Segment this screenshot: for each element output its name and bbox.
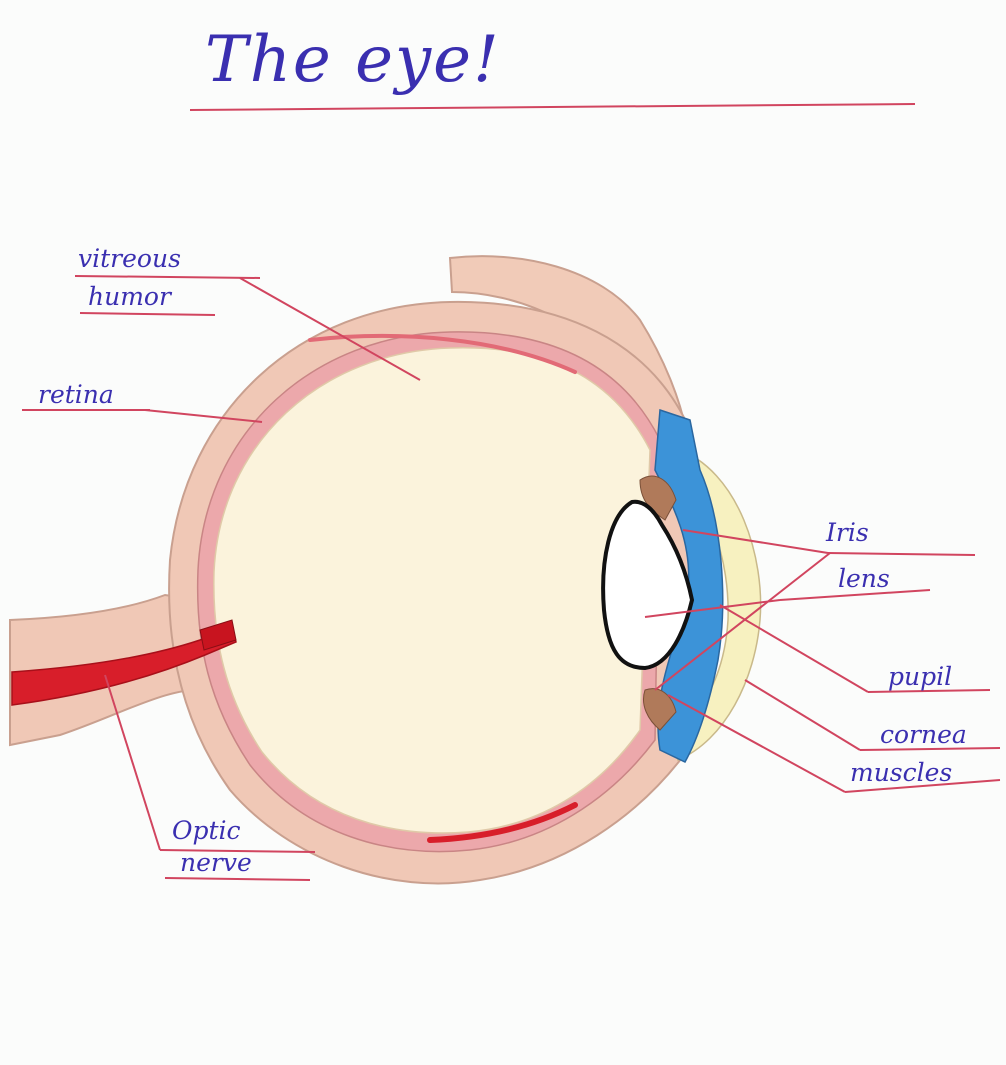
label-retina: retina <box>38 382 114 407</box>
vitreous-humor <box>214 348 650 833</box>
label-optic-line2: nerve <box>180 850 252 875</box>
label-cornea: cornea <box>880 722 967 747</box>
leader-vitreous-underline1 <box>75 276 260 278</box>
label-iris: Iris <box>826 520 869 545</box>
label-vitreous-line1: vitreous <box>78 246 181 271</box>
leader-cornea <box>745 680 860 750</box>
label-vitreous-line2: humor <box>88 284 171 309</box>
leader-iris-underline <box>828 553 975 555</box>
label-muscles: muscles <box>850 760 952 785</box>
title-underline <box>190 104 915 110</box>
page-title: The eye! <box>205 28 501 92</box>
leader-vitreous-underline2 <box>80 313 215 315</box>
leader-optic-underline2 <box>165 878 310 880</box>
label-optic-line1: Optic <box>172 818 241 843</box>
label-pupil: pupil <box>888 664 952 689</box>
label-lens: lens <box>838 566 890 591</box>
